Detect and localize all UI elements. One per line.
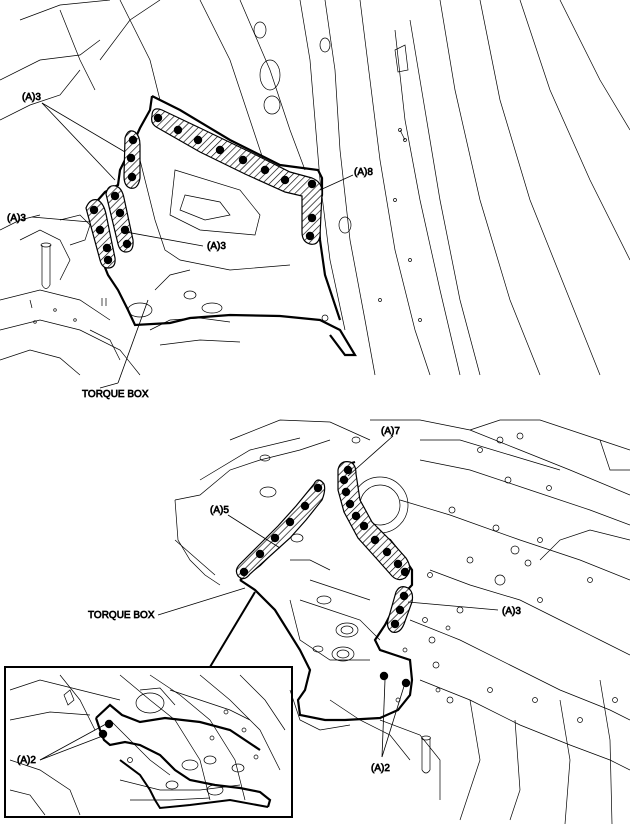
- weld-point-icon: [128, 135, 138, 145]
- bottom-weld-strips: [235, 461, 414, 633]
- weld-point-icon: [120, 225, 130, 235]
- weld-point-icon: [110, 191, 120, 201]
- weld-point-icon: [173, 125, 183, 135]
- weld-point-icon: [98, 729, 108, 739]
- callout-a2-main: (A)2: [371, 763, 390, 774]
- weld-point-icon: [255, 549, 265, 559]
- callout-a5: (A)5: [210, 505, 229, 516]
- weld-strip-a3-center: [105, 185, 134, 253]
- weld-point-icon: [104, 719, 114, 729]
- inset-lower-edge: [119, 759, 269, 810]
- inset-frame: [4, 666, 293, 818]
- weld-strip-a5: [235, 479, 326, 580]
- top-weld-strips: [85, 108, 323, 269]
- callout-a3-upper-left: (A)3: [22, 92, 41, 103]
- callout-a2-inset: (A)2: [17, 755, 36, 766]
- weld-point-icon: [390, 619, 400, 629]
- weld-point-icon: [393, 559, 403, 569]
- weld-point-icon: [153, 113, 163, 123]
- top-leaders: [31, 102, 354, 389]
- weld-point-icon: [115, 208, 125, 218]
- weld-point-icon: [399, 591, 409, 601]
- weld-point-icon: [127, 172, 137, 182]
- weld-point-icon: [280, 175, 290, 185]
- weld-point-icon: [401, 678, 411, 688]
- weld-point-icon: [305, 231, 315, 241]
- weld-point-icon: [122, 239, 132, 249]
- top-torque-box-outline: [96, 95, 357, 357]
- weld-point-icon: [307, 213, 317, 223]
- weld-point-icon: [270, 533, 280, 543]
- weld-point-icon: [313, 483, 323, 493]
- weld-point-icon: [382, 547, 392, 557]
- weld-point-icon: [89, 205, 99, 215]
- weld-point-icon: [379, 671, 389, 681]
- top-weld-points: [89, 113, 317, 265]
- inset-background-structure: [9, 674, 286, 816]
- callout-a3-bottom: (A)3: [502, 606, 521, 617]
- bottom-view: (A)7 (A)5 (A)3 (A)2 (A)2 TORQUE BOX: [17, 419, 630, 825]
- bottom-background-structure: [174, 419, 630, 825]
- inset-weld-points: [98, 719, 114, 739]
- weld-point-icon: [351, 511, 361, 521]
- weld-strip-a8: [151, 108, 323, 245]
- weld-point-icon: [193, 135, 203, 145]
- top-background-structure: [0, 0, 630, 376]
- top-view: (A)3 (A)3 (A)3 (A)8 TORQUE BOX: [0, 0, 630, 400]
- weld-strip-a7: [337, 461, 411, 581]
- weld-point-icon: [103, 255, 113, 265]
- bottom-torque-box-outline: [239, 460, 414, 722]
- weld-point-icon: [95, 225, 105, 235]
- weld-point-icon: [307, 179, 317, 189]
- callout-a3-center: (A)3: [207, 241, 226, 252]
- weld-point-icon: [370, 535, 380, 545]
- weld-point-icon: [260, 165, 270, 175]
- top-torque-box-label: TORQUE BOX: [82, 389, 149, 400]
- weld-point-icon: [359, 521, 369, 531]
- weld-point-icon: [343, 465, 353, 475]
- callout-a7: (A)7: [381, 426, 400, 437]
- bottom-torque-box-label: TORQUE BOX: [88, 610, 155, 621]
- callout-a3-left: (A)3: [7, 213, 26, 224]
- weld-point-icon: [341, 487, 351, 497]
- weld-point-icon: [300, 501, 310, 511]
- weld-point-icon: [285, 517, 295, 527]
- weld-point-icon: [126, 153, 136, 163]
- weld-point-icon: [238, 155, 248, 165]
- callout-a8: (A)8: [354, 167, 373, 178]
- weld-point-icon: [239, 567, 249, 577]
- weld-point-icon: [400, 567, 410, 577]
- weld-point-icon: [345, 499, 355, 509]
- bottom-leaders: [39, 435, 499, 761]
- weld-point-icon: [102, 243, 112, 253]
- inset-torque-box-outline: [94, 703, 272, 808]
- weld-point-icon: [395, 605, 405, 615]
- top-torque-box-upper-edge: [151, 95, 342, 321]
- inset-connector: [209, 591, 256, 668]
- weld-point-icon: [339, 475, 349, 485]
- inset-detail: [4, 666, 293, 818]
- bottom-weld-points: [239, 465, 411, 688]
- weld-point-icon: [215, 145, 225, 155]
